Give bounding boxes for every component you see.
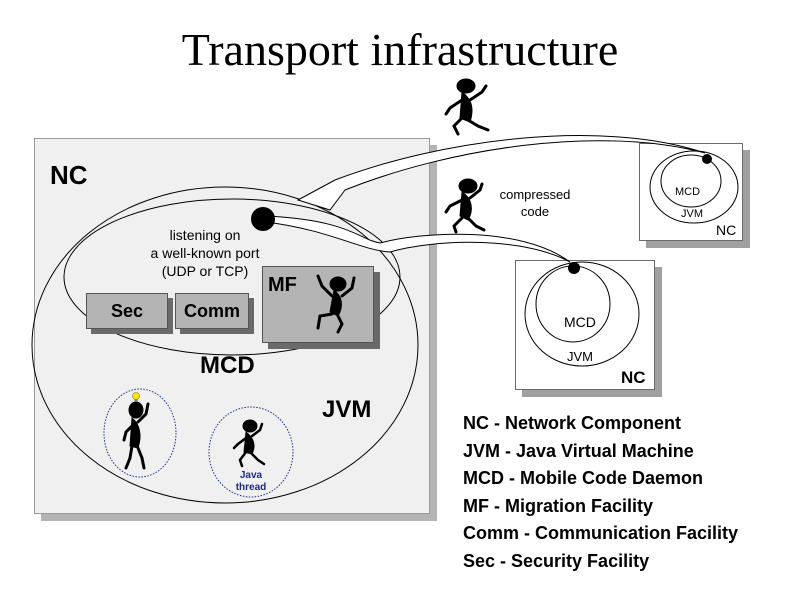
black-port-dot-icon <box>251 207 275 231</box>
main-nc-label: NC <box>50 160 88 190</box>
main-mcd-label: MCD <box>200 352 255 379</box>
remote-medium-nc-label: NC <box>621 368 646 387</box>
listening-line-3: (UDP or TCP) <box>161 263 249 279</box>
compressed-line-2: code <box>520 204 550 219</box>
remote-small-mcd-label: MCD <box>675 186 701 198</box>
lightbulb-icon <box>132 392 140 402</box>
remote-small-jvm-label: JVM <box>681 208 703 220</box>
main-jvm-label: JVM <box>322 396 372 423</box>
legend-item-nc: NC - Network Component <box>463 413 681 433</box>
legend-item-mf: MF - Migration Facility <box>463 495 654 516</box>
java-thread-line-1: Java <box>239 470 263 481</box>
mf-label: MF <box>268 274 297 296</box>
remote-medium-mcd-label: MCD <box>564 314 596 330</box>
remote-medium-jvm-label: JVM <box>567 349 593 364</box>
legend-item-jvm: JVM - Java Virtual Machine <box>463 440 694 461</box>
running-figure-icon <box>444 178 486 234</box>
black-port-dot-icon <box>568 262 580 274</box>
running-figure-icon <box>232 419 266 468</box>
remote-small-mcd-ellipse <box>660 154 722 208</box>
legend-item-comm: Comm - Communication Facility <box>463 523 739 543</box>
jvm-ellipse <box>31 186 419 504</box>
sec-facility-box: Sec <box>86 293 168 329</box>
java-thread-line-2: thread <box>235 482 267 493</box>
page-title: Transport infrastructure <box>181 24 619 75</box>
listening-line-2: a well-known port <box>150 245 260 261</box>
comm-facility-box: Comm <box>175 293 249 329</box>
remote-small-nc-label: NC <box>716 222 737 238</box>
arrow-to-small-nc <box>296 135 706 211</box>
java-thread-circle <box>208 406 294 498</box>
remote-small-jvm-ellipse <box>649 150 739 224</box>
compressed-code-text: compressed code <box>490 186 580 220</box>
remote-nc-medium-box <box>515 260 655 390</box>
arrow-to-medium-nc <box>265 215 571 263</box>
remote-medium-mcd-ellipse <box>535 265 611 343</box>
remote-medium-jvm-ellipse <box>524 261 640 367</box>
legend-item-sec: Sec - Security Facility <box>463 550 650 571</box>
compressed-line-1: compressed <box>499 187 571 202</box>
remote-nc-small-box <box>639 143 743 241</box>
black-port-dot-icon <box>702 154 712 164</box>
legend: NC - Network Component JVM - Java Virtua… <box>463 410 738 575</box>
java-thread-label: Java thread <box>226 470 276 494</box>
listening-line-1: listening on <box>169 227 241 243</box>
listening-port-text: listening on a well-known port (UDP or T… <box>100 226 310 280</box>
thinking-figure-icon <box>122 401 150 470</box>
thinking-thread-circle <box>103 388 177 478</box>
legend-item-mcd: MCD - Mobile Code Daemon <box>463 468 704 488</box>
mcd-ellipse <box>63 198 401 356</box>
running-figure-icon <box>444 78 490 136</box>
